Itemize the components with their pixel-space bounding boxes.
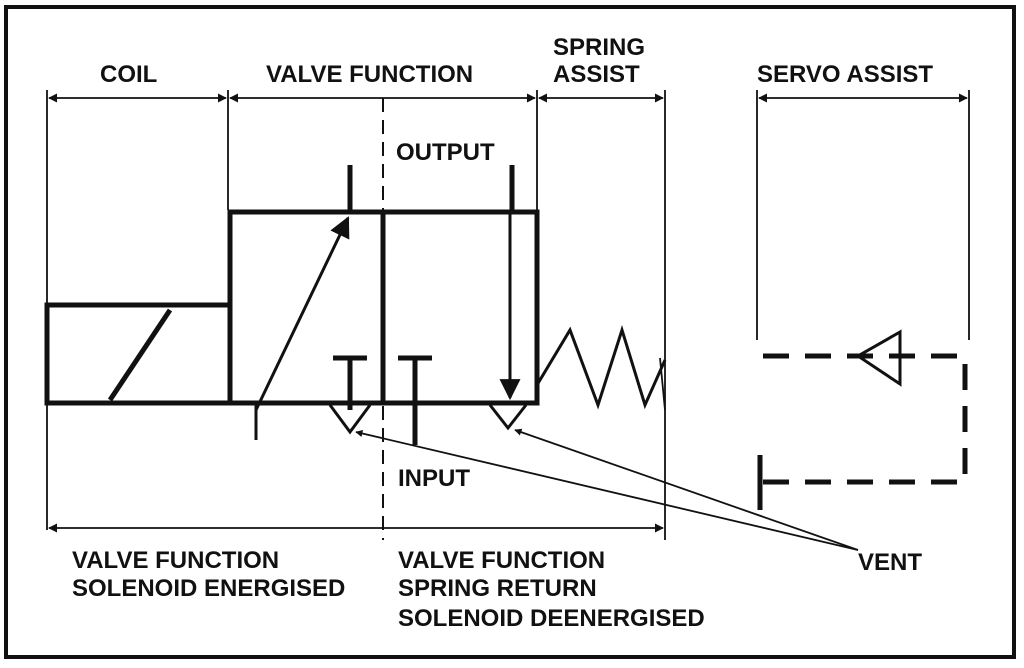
- label-deenergised-line1: VALVE FUNCTION: [398, 547, 605, 574]
- top-dimension-lines: [46, 90, 970, 540]
- label-spring: SPRING: [553, 34, 645, 61]
- label-valve-function-top: VALVE FUNCTION: [266, 61, 473, 88]
- label-energised-line2: SOLENOID ENERGISED: [72, 575, 345, 602]
- valve-box-energised: [227, 165, 386, 440]
- coil-symbol: [44, 302, 233, 406]
- label-output: OUTPUT: [396, 139, 495, 166]
- label-energised-line1: VALVE FUNCTION: [72, 547, 279, 574]
- spring-symbol: [535, 324, 667, 410]
- vent-triangle-left: [328, 404, 372, 435]
- label-vent: VENT: [858, 549, 922, 576]
- vent-triangle-right: [488, 404, 528, 431]
- label-servo-assist: SERVO ASSIST: [757, 61, 933, 88]
- vent-leader-lines: [355, 428, 859, 551]
- label-coil: COIL: [100, 61, 157, 88]
- label-assist: ASSIST: [553, 61, 640, 88]
- servo-assist-symbol: [757, 329, 968, 510]
- label-deenergised-line3: SOLENOID DEENERGISED: [398, 605, 705, 632]
- label-input: INPUT: [398, 465, 470, 492]
- valve-box-deenergised: [380, 165, 540, 445]
- label-deenergised-line2: SPRING RETURN: [398, 575, 597, 602]
